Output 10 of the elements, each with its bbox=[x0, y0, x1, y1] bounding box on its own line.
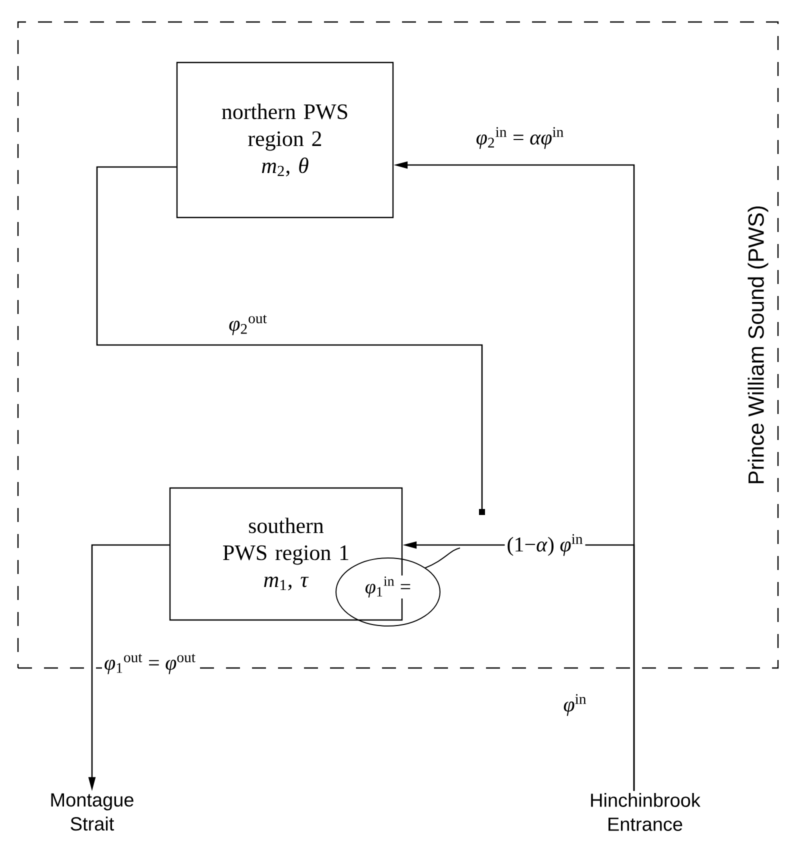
region-title: Prince William Sound (PWS) bbox=[746, 203, 770, 487]
flow-label: φ$_{2}$out bbox=[226, 312, 270, 338]
flow-label: φ$_{2}$$^{in}$ = αφ$^{in}$ bbox=[474, 125, 566, 151]
flow-label: φ$_{1}$$^{out}$ = φ$^{out}$ bbox=[102, 652, 198, 676]
place-label: Montague Strait bbox=[51, 793, 134, 831]
flow-arrow bbox=[96, 166, 485, 515]
flow-label: φ$^{in}$ bbox=[561, 692, 589, 718]
region-box: northern PWS region 2 m$_{2}$, θ bbox=[176, 62, 394, 218]
flow-label: (1−α) φ$^{in}$ bbox=[504, 532, 586, 558]
place-label: Hinchinbrook Entrance bbox=[591, 793, 700, 831]
